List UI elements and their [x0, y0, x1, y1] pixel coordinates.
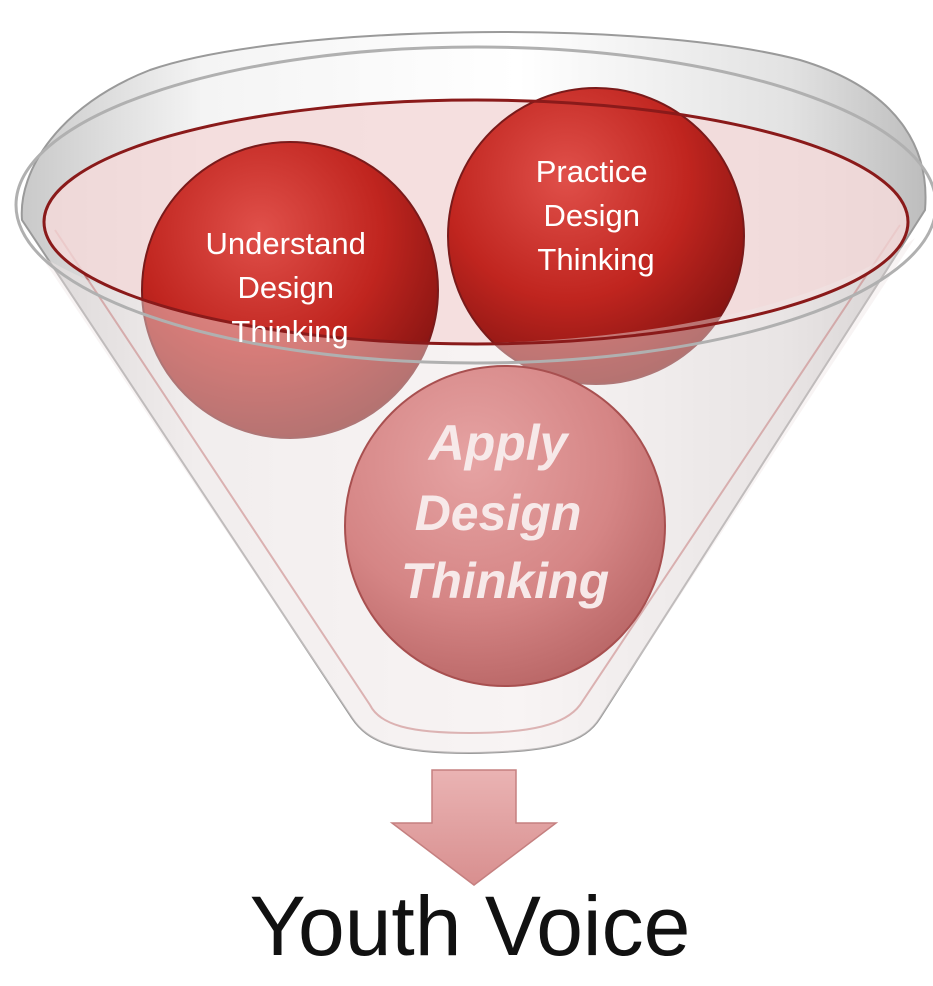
funnel-inner-shade — [54, 224, 901, 735]
ball-label-understand: Understand Design Thinking — [206, 226, 375, 349]
ball-understand — [141, 141, 439, 439]
ball-label-apply: Apply Design Thinking — [401, 415, 609, 609]
ball-apply — [344, 365, 666, 687]
down-arrow — [389, 769, 559, 886]
ball-practice — [447, 87, 745, 385]
outcome-label: Youth Voice — [250, 879, 691, 973]
ball-label-practice: Practice Design Thinking — [536, 154, 657, 277]
funnel-rim-outer — [14, 45, 933, 365]
funnel-rim-inner — [42, 98, 910, 346]
